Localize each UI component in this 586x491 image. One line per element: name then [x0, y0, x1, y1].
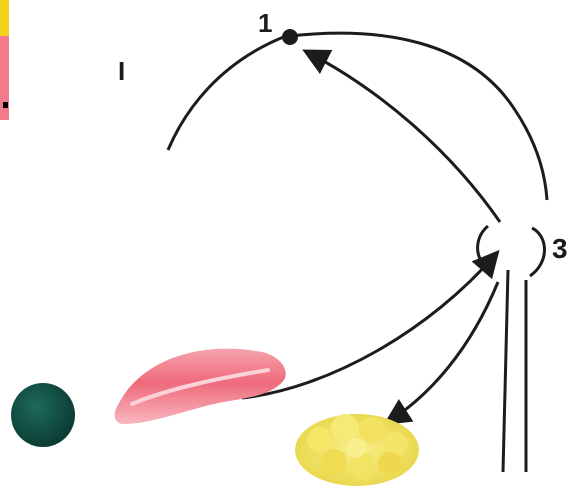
- arrow-to-node-1: [307, 52, 500, 222]
- arrow-stem-to-cluster: [388, 282, 498, 422]
- stem-left-line: [503, 270, 508, 472]
- label-roman-one: I: [118, 56, 125, 86]
- label-point-1: 1: [258, 8, 272, 38]
- pink-fiber-icon: [115, 349, 286, 424]
- left-arc: [168, 36, 286, 150]
- circle-3-right-bracket: [530, 228, 545, 276]
- right-arc: [290, 33, 547, 200]
- yellow-cluster-icon: [295, 414, 419, 486]
- label-point-3: 3: [552, 233, 568, 264]
- dark-ball-icon: [11, 383, 75, 447]
- node-1-dot: [282, 29, 298, 45]
- circle-3-left-bracket: [478, 226, 488, 264]
